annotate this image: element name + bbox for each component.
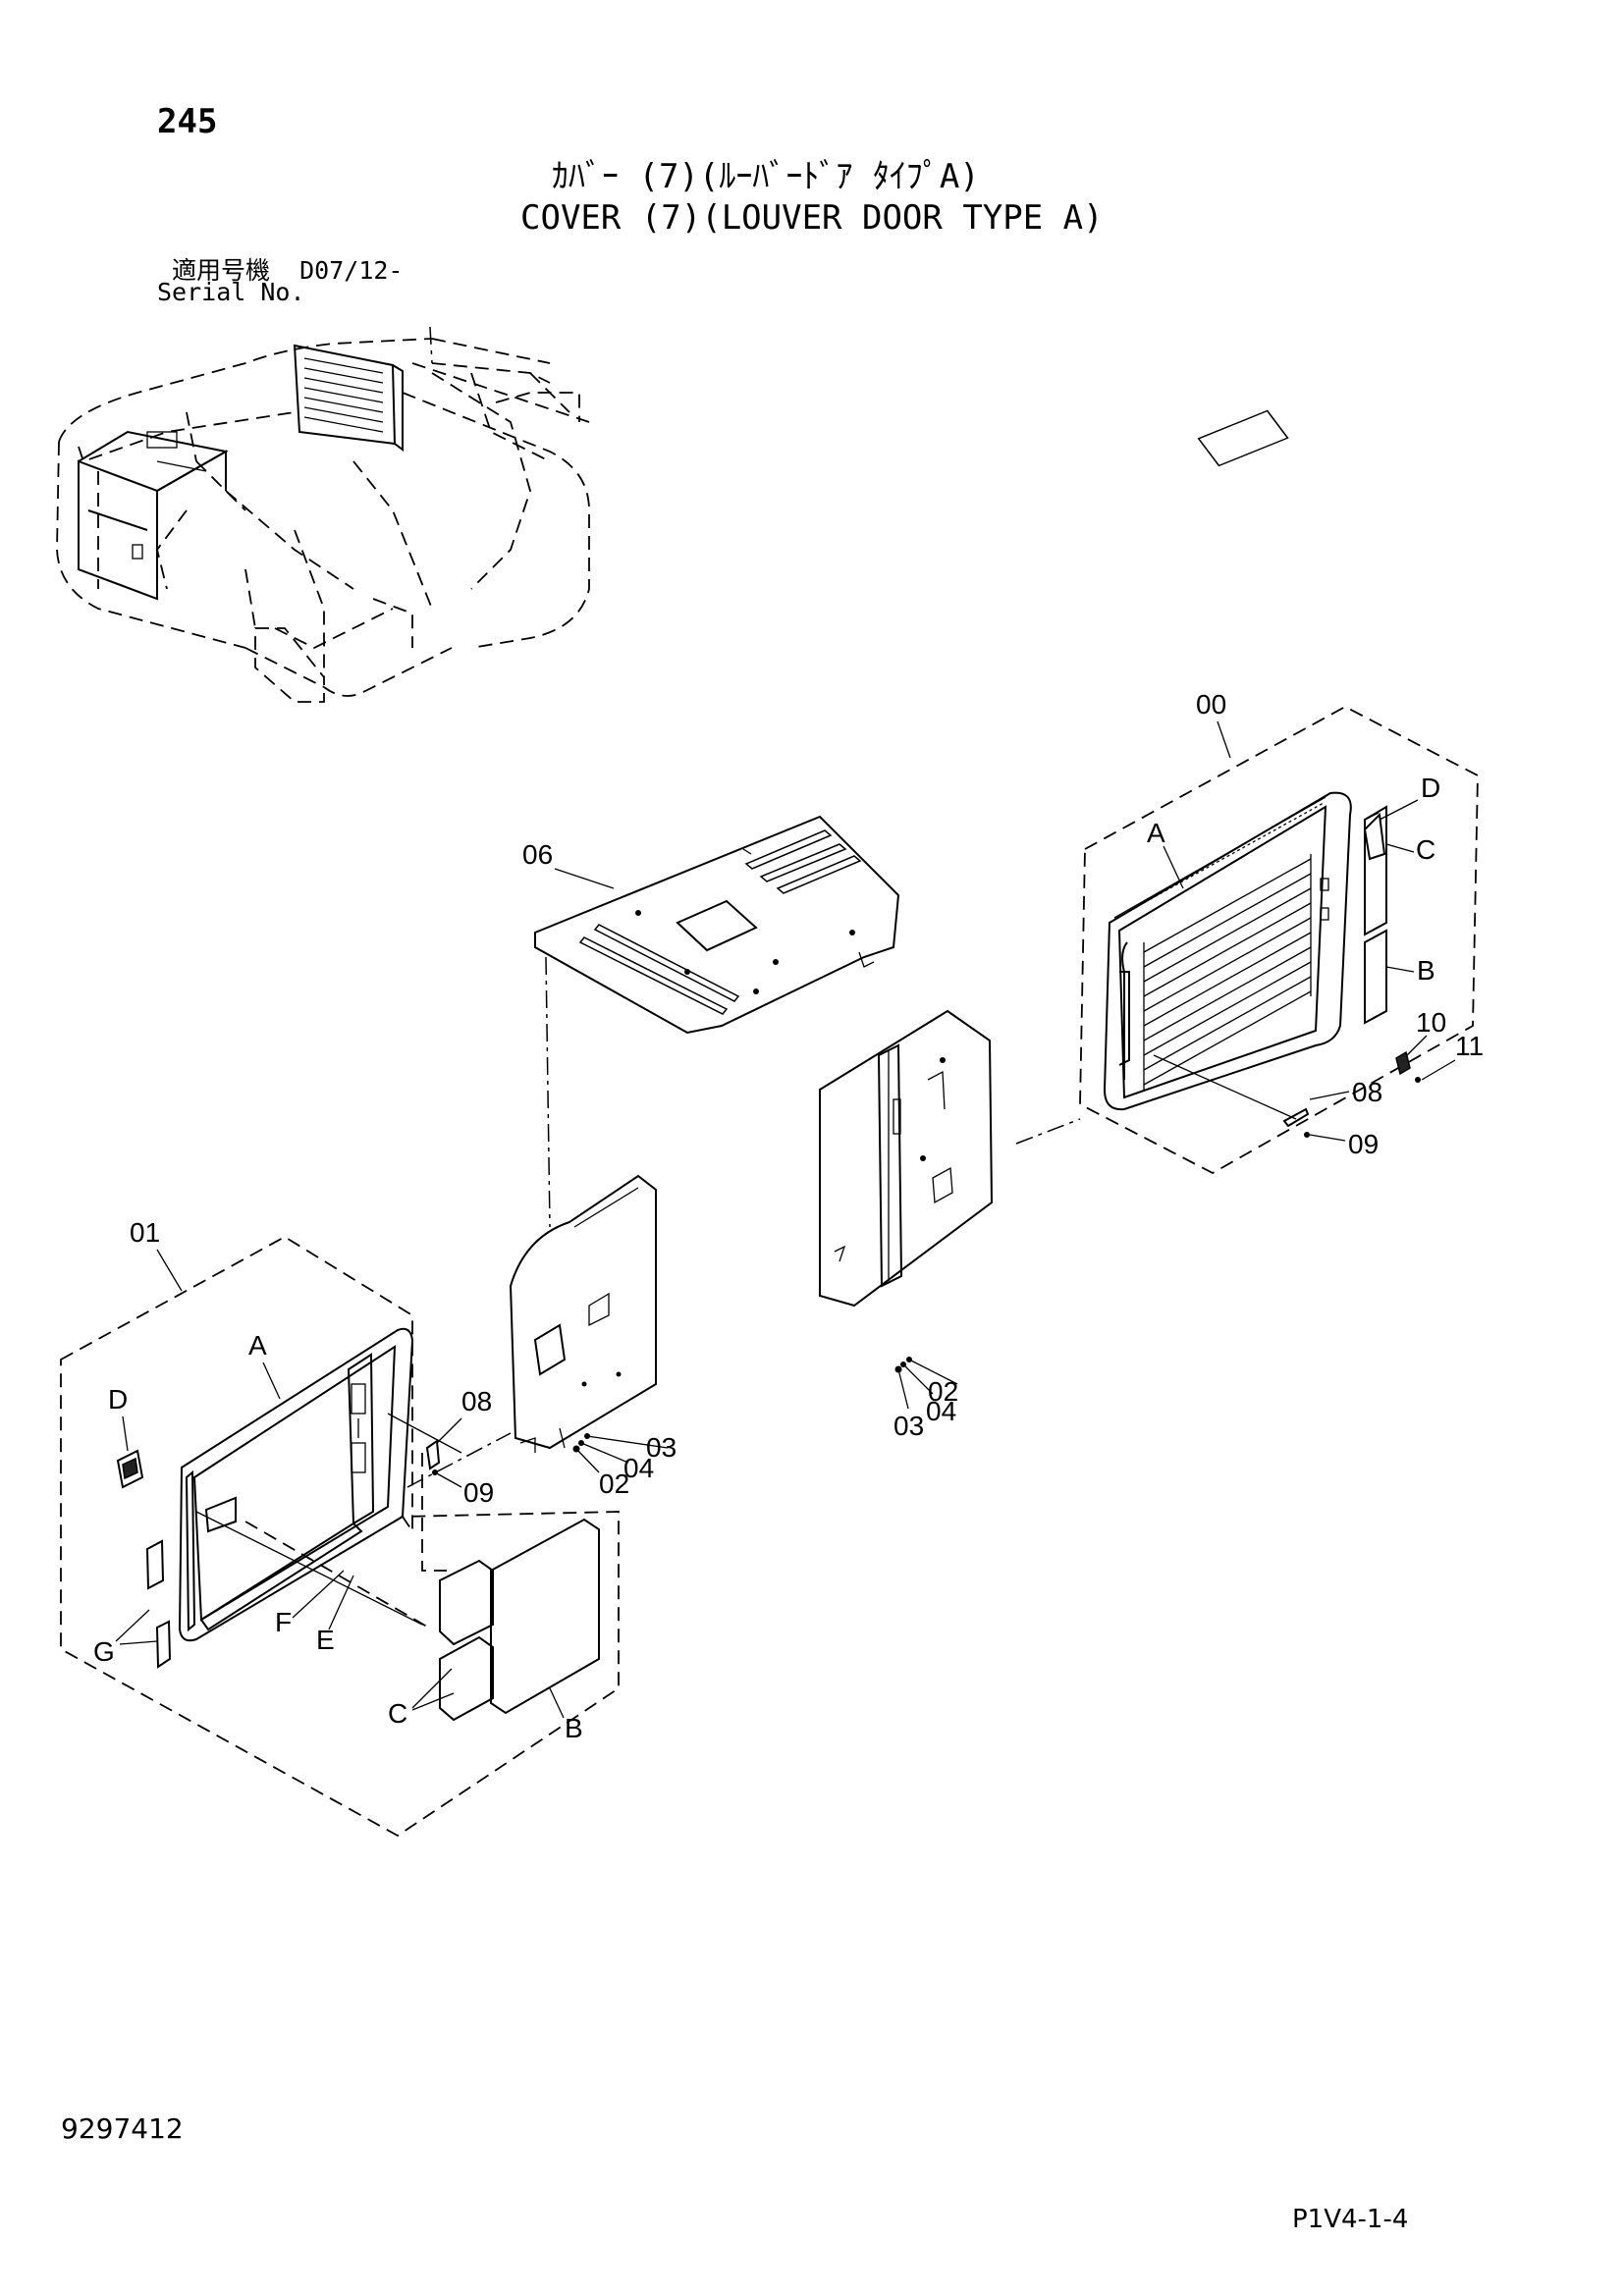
callout-B-upper: B [1417,955,1435,986]
assembly-00-group [1079,705,1479,1175]
left-standing-panel [509,1174,657,1453]
serial-label-japanese: 適用号機 [172,256,271,285]
alignment-lines [387,956,1081,1572]
serial-applicability: 適用号機 D07/12- [172,251,403,287]
callout-labels: 00 06 A D C B 10 11 08 09 02 03 04 03 02… [93,689,1484,1743]
callout-04-left: 04 [623,1453,654,1483]
callout-09-left: 09 [463,1477,494,1508]
assembly-01-group [60,1235,620,1838]
callout-D-upper: D [1421,773,1440,803]
callout-00: 00 [1196,689,1226,720]
callout-11: 11 [1455,1031,1484,1061]
callout-02-mid: 02 [928,1376,958,1407]
title-japanese: ｶﾊﾞｰ (7)(ﾙｰﾊﾞｰﾄﾞｱ ﾀｲﾌﾟA) [552,157,980,196]
callout-C-lower: C [388,1698,407,1729]
callout-G: G [93,1636,115,1667]
callout-10: 10 [1416,1007,1446,1038]
callout-01: 01 [130,1217,160,1248]
machine-overview-sketch [56,326,590,703]
serial-value: D07/12- [299,256,404,285]
callout-C-upper: C [1416,834,1435,865]
callout-E: E [316,1625,335,1655]
title-english: COVER (7)(LOUVER DOOR TYPE A) [520,198,1104,238]
callout-B-lower: B [565,1713,583,1743]
fasteners-right [894,1357,958,1410]
page-number: 245 [157,102,218,141]
middle-side-panel [819,1009,994,1308]
callout-A-lower: A [248,1330,267,1361]
document-number: 9297412 [61,2112,184,2145]
callout-03-mid: 03 [893,1411,924,1441]
clip-08-left [425,1417,462,1488]
callout-06: 06 [522,839,553,870]
page-code: P1V4-1-4 [1292,2205,1409,2234]
callout-09-upper: 09 [1348,1129,1379,1159]
callout-F: F [275,1607,292,1637]
part-06-top-plate [534,409,1289,1035]
callout-D-lower: D [108,1384,128,1415]
callout-02-left: 02 [599,1468,629,1499]
callout-04-mid: 04 [926,1396,956,1426]
callout-A-upper: A [1147,818,1165,848]
callout-03-left: 03 [646,1432,677,1463]
serial-label-english: Serial No. [157,278,305,306]
callout-08-upper: 08 [1352,1077,1382,1107]
callout-08-left: 08 [461,1386,492,1416]
fasteners-mid [572,1433,669,1473]
